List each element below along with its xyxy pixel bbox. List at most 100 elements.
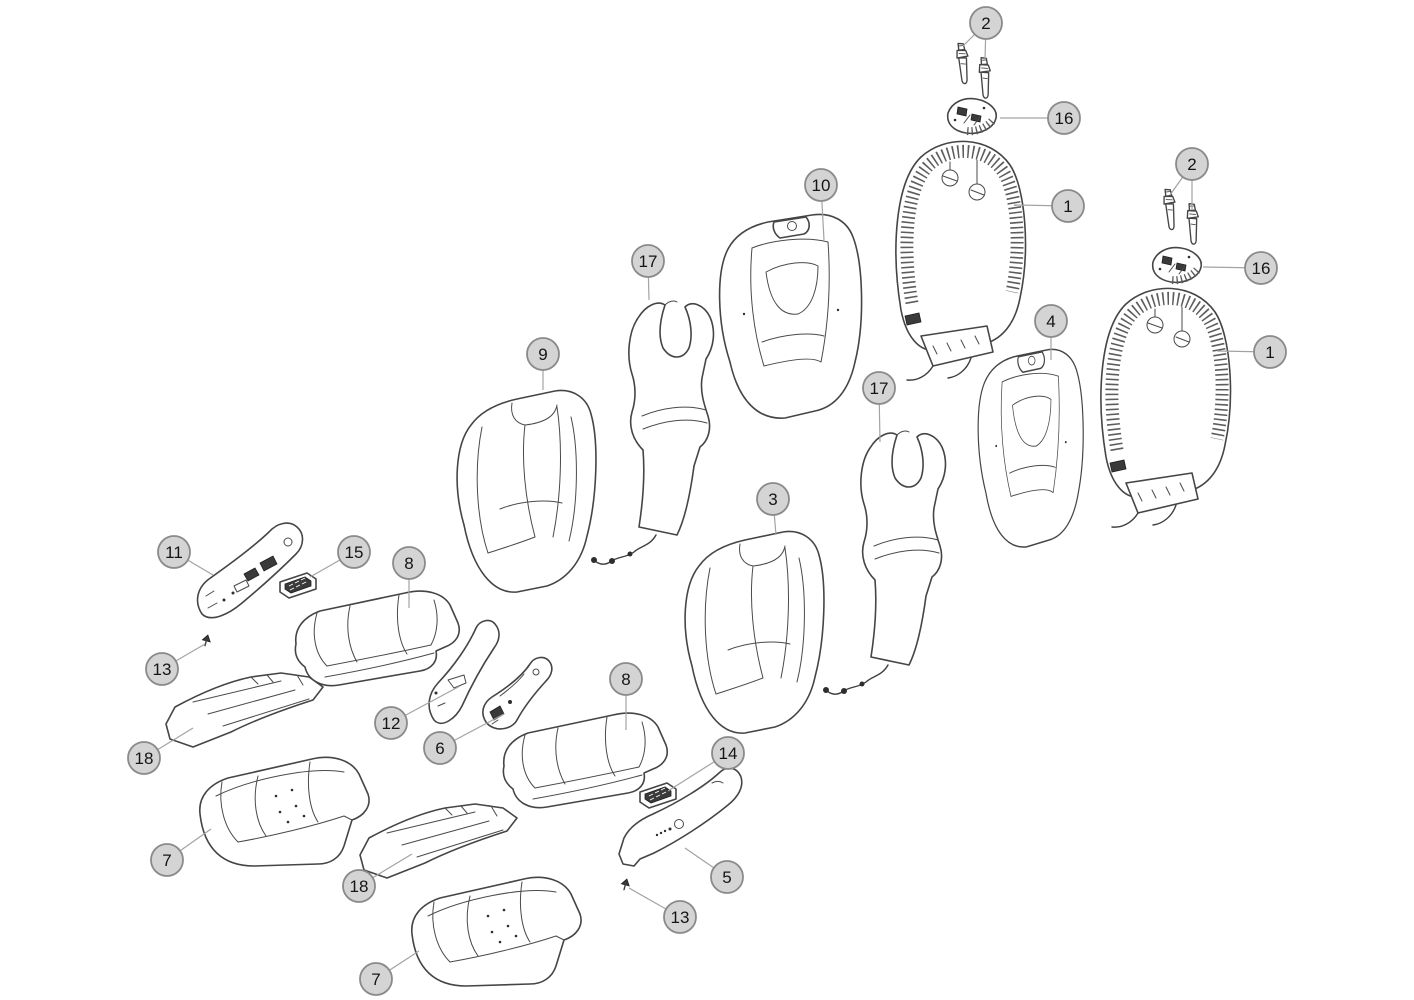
callout-circle[interactable] [337, 535, 371, 569]
callout-number: 7 [162, 851, 171, 870]
callout-circle[interactable] [710, 860, 744, 894]
callout-circle[interactable] [1244, 251, 1278, 285]
callout-number: 13 [671, 908, 690, 927]
callout-number: 12 [382, 714, 401, 733]
callout-circle[interactable] [631, 244, 665, 278]
callout-3-seat-back-cover-right[interactable]: 3 [756, 482, 790, 536]
callout-number: 2 [1187, 155, 1196, 174]
callout-number: 16 [1252, 259, 1271, 278]
callout-4-seat-back-assembly[interactable]: 4 [1034, 304, 1068, 360]
callout-number: 1 [1063, 197, 1072, 216]
callout-number: 3 [768, 490, 777, 509]
callout-circle[interactable] [1047, 101, 1081, 135]
part-seat-back-pad-left[interactable] [590, 300, 715, 565]
callout-number: 13 [153, 660, 172, 679]
callout-number: 10 [812, 176, 831, 195]
callout-7-seat-cushion-foam-right[interactable]: 7 [359, 950, 420, 996]
callout-10-seat-back-cover-upper[interactable]: 10 [804, 168, 838, 241]
callout-16-headrest-mount-bracket-left[interactable]: 16 [1000, 101, 1081, 135]
callout-number: 7 [371, 970, 380, 989]
callout-circle[interactable] [862, 371, 896, 405]
callout-circle[interactable] [359, 962, 393, 996]
callout-circle[interactable] [157, 535, 191, 569]
callout-2-headrest-guide-pins-right[interactable]: 2 [1169, 147, 1209, 210]
callout-circle[interactable] [342, 869, 376, 903]
callout-6-seat-side-member[interactable]: 6 [423, 713, 505, 765]
part-headrest-mount-bracket-left[interactable] [948, 99, 997, 134]
callout-9-seat-back-cover-left[interactable]: 9 [526, 337, 560, 390]
callout-12-side-shield-outer-small[interactable]: 12 [374, 685, 461, 740]
callout-1-seat-back-frame-right[interactable]: 1 [1216, 335, 1287, 369]
part-seat-cushion-foam-right[interactable] [410, 876, 582, 987]
callout-16-headrest-mount-bracket-right[interactable]: 16 [1202, 251, 1278, 285]
callout-number: 17 [639, 252, 658, 271]
callout-14-seat-switch-right[interactable]: 14 [667, 736, 745, 792]
callout-circle[interactable] [609, 662, 643, 696]
part-seat-back-frame-right[interactable] [1101, 288, 1230, 527]
part-seat-cushion-foam-left[interactable] [198, 756, 370, 867]
callout-number: 18 [135, 749, 154, 768]
callout-17-seat-back-pad-left[interactable]: 17 [631, 244, 665, 301]
callout-circle[interactable] [150, 843, 184, 877]
callout-1-seat-back-frame-left[interactable]: 1 [1013, 189, 1085, 223]
callout-18-seat-heater-mat-right[interactable]: 18 [342, 853, 413, 903]
callout-circle[interactable] [1034, 304, 1068, 338]
callout-number: 14 [719, 744, 738, 763]
callout-13-screw-right[interactable]: 13 [628, 887, 697, 934]
part-seat-heater-mat-left[interactable] [165, 672, 324, 748]
callout-number: 9 [538, 345, 547, 364]
callout-8-seat-cushion-cover-left[interactable]: 8 [392, 546, 426, 608]
callout-2-headrest-guide-pins-left[interactable]: 2 [962, 6, 1003, 61]
callout-circle[interactable] [423, 731, 457, 765]
callout-circle[interactable] [526, 337, 560, 371]
callout-circle[interactable] [1051, 189, 1085, 223]
part-seat-back-cover-left[interactable] [456, 389, 597, 593]
part-seat-back-cover-right[interactable] [684, 530, 825, 734]
callout-number: 15 [345, 543, 364, 562]
callout-circle[interactable] [756, 482, 790, 516]
part-headrest-mount-bracket-right[interactable] [1153, 248, 1202, 283]
callout-circle[interactable] [392, 546, 426, 580]
part-headrest-guide-pin-2[interactable] [977, 56, 993, 100]
callout-number: 6 [435, 739, 444, 758]
part-seat-heater-mat-right[interactable] [359, 803, 518, 879]
part-seat-switch-right[interactable] [639, 782, 677, 809]
callout-layer: 2 16 1 10 2 16 1 17 9 4 17 3 11 15 8 13 18 12 6 8 7 18 14 5 13 7 [127, 6, 1287, 996]
part-headrest-guide-pin-4[interactable] [1185, 202, 1201, 246]
callout-number: 2 [981, 14, 990, 33]
callout-number: 16 [1055, 109, 1074, 128]
callout-circle[interactable] [145, 652, 179, 686]
callout-8-seat-cushion-cover-right[interactable]: 8 [609, 662, 643, 730]
part-headrest-guide-pin-1[interactable] [954, 41, 972, 85]
callout-circle[interactable] [127, 741, 161, 775]
callout-7-seat-cushion-foam-left[interactable]: 7 [150, 828, 212, 877]
part-seat-side-member[interactable] [482, 656, 553, 730]
part-seat-cushion-cover-left[interactable] [294, 590, 461, 687]
callout-17-seat-back-pad-right[interactable]: 17 [862, 371, 896, 443]
callout-15-seat-switch-left[interactable]: 15 [309, 535, 371, 578]
callout-18-seat-heater-mat-left[interactable]: 18 [127, 727, 194, 775]
parts-layer [165, 41, 1230, 987]
part-seat-back-assembly[interactable] [977, 348, 1084, 548]
callout-13-screw-left[interactable]: 13 [145, 643, 206, 686]
callout-circle[interactable] [711, 736, 745, 770]
part-seat-back-frame-left[interactable] [896, 141, 1025, 380]
callout-circle[interactable] [663, 900, 697, 934]
part-screw-right[interactable] [619, 877, 632, 892]
part-side-shield-inner[interactable] [196, 522, 304, 619]
callout-circle[interactable] [969, 6, 1003, 40]
callout-number: 17 [870, 379, 889, 398]
callout-5-side-shield-outer-large[interactable]: 5 [684, 847, 744, 894]
callout-circle[interactable] [1253, 335, 1287, 369]
callout-circle[interactable] [804, 168, 838, 202]
part-seat-back-cover-upper[interactable] [718, 213, 863, 419]
callout-circle[interactable] [374, 706, 408, 740]
callout-number: 1 [1265, 343, 1274, 362]
callout-number: 4 [1046, 312, 1055, 331]
callout-number: 8 [404, 554, 413, 573]
part-seat-back-pad-right[interactable] [822, 430, 947, 695]
callout-circle[interactable] [1175, 147, 1209, 181]
callout-11-side-shield-inner[interactable]: 11 [157, 535, 214, 576]
